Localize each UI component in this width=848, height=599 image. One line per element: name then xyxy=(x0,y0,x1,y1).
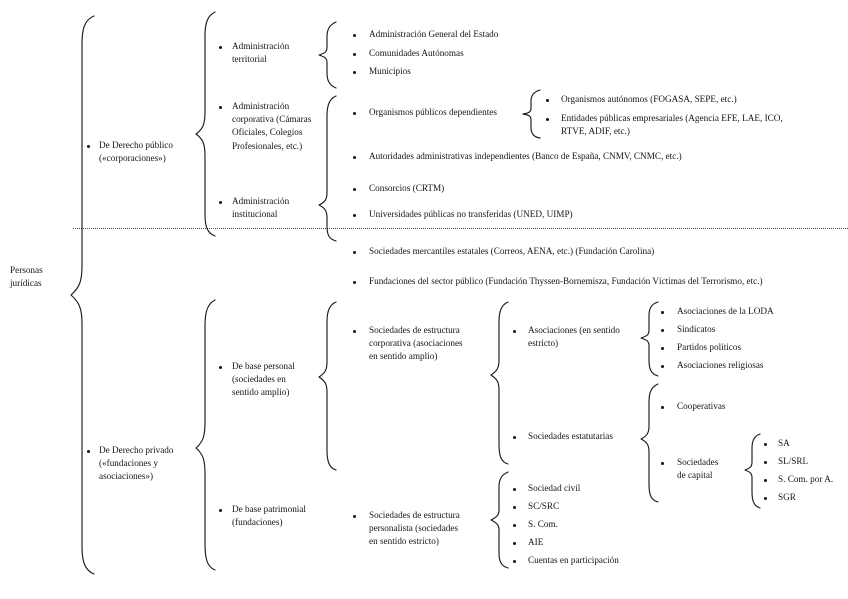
dotted-divider xyxy=(73,228,848,229)
bullet-l3-municipios xyxy=(353,71,356,74)
bullet-partidos-politicos xyxy=(661,347,664,350)
bullet-sociedades-estatutarias xyxy=(513,436,516,439)
node-admin-territorial: Administración territorial xyxy=(232,41,290,65)
node-l4-entidades-empresariales: Entidades públicas empresariales (Agenci… xyxy=(561,113,783,137)
bullet-admin-territorial xyxy=(219,46,222,49)
node-sindicatos: Sindicatos xyxy=(677,324,716,334)
bullet-l3-ccaa xyxy=(353,53,356,56)
node-base-patrimonial: De base patrimonial (fundaciones) xyxy=(232,504,306,528)
bullet-derecho-publico xyxy=(87,145,90,148)
node-sociedades-estatutarias: Sociedades estatutarias xyxy=(528,431,613,441)
bullet-sl-srl xyxy=(764,461,767,464)
node-cooperativas: Cooperativas xyxy=(677,401,726,411)
node-partidos-politicos: Partidos políticos xyxy=(677,342,742,352)
node-estructura-personalista: Sociedades de estructura personalista (s… xyxy=(369,510,460,547)
bullet-admin-corporativa xyxy=(219,106,222,109)
node-asociaciones-loda: Asociaciones de la LODA xyxy=(677,306,774,316)
bullet-cooperativas xyxy=(661,406,664,409)
node-sc-src: SC/SRC xyxy=(528,501,560,511)
node-asociaciones: Asociaciones (en sentido estricto) xyxy=(528,325,620,349)
bullet-l3-organismos-publicos xyxy=(353,112,356,115)
bullet-admin-institucional xyxy=(219,201,222,204)
node-s-com: S. Com. xyxy=(528,519,558,529)
node-base-personal: De base personal (sociedades en sentido … xyxy=(232,361,295,398)
bullet-l3-fundaciones-sector-publico xyxy=(353,281,356,284)
bullet-sa xyxy=(764,443,767,446)
node-aie: AIE xyxy=(528,537,544,547)
node-l4-organismos-autonomos: Organismos autónomos (FOGASA, SEPE, etc.… xyxy=(561,94,737,104)
bullet-base-patrimonial xyxy=(219,509,222,512)
node-estructura-corporativa: Sociedades de estructura corporativa (as… xyxy=(369,325,463,362)
node-l3-autoridades: Autoridades administrativas independient… xyxy=(369,151,682,161)
bullet-sc-src xyxy=(513,506,516,509)
bullet-sociedad-civil xyxy=(513,488,516,491)
bullet-sgr xyxy=(764,497,767,500)
node-sociedades-capital: Sociedades de capital xyxy=(677,457,719,481)
node-l3-age: Administración General del Estado xyxy=(369,29,499,39)
bullet-l4-organismos-autonomos xyxy=(546,99,549,102)
node-l3-organismos-publicos: Organismos públicos dependientes xyxy=(369,107,497,117)
node-sl-srl: SL/SRL xyxy=(778,456,809,466)
node-l3-universidades: Universidades públicas no transferidas (… xyxy=(369,209,573,219)
bullet-derecho-privado xyxy=(87,450,90,453)
bullet-base-personal xyxy=(219,366,222,369)
brace-derecho-privado xyxy=(195,298,217,572)
bullet-l4-entidades-empresariales xyxy=(546,118,549,121)
node-cuentas-participacion: Cuentas en participación xyxy=(528,555,619,565)
node-l3-sociedades-mercantiles: Sociedades mercantiles estatales (Correo… xyxy=(369,246,655,256)
bullet-estructura-personalista xyxy=(353,515,356,518)
bullet-l3-universidades xyxy=(353,214,356,217)
root-label: Personas jurídicas xyxy=(10,265,43,289)
node-sgr: SGR xyxy=(778,492,796,502)
bullet-estructura-corporativa xyxy=(353,330,356,333)
brace-root xyxy=(70,14,96,576)
node-admin-corporativa: Administración corporativa (Cámaras Ofic… xyxy=(232,101,312,151)
bullet-l3-consorcios xyxy=(353,188,356,191)
bullet-l3-autoridades xyxy=(353,156,356,159)
bullet-asociaciones xyxy=(513,330,516,333)
bullet-asociaciones-religiosas xyxy=(661,365,664,368)
node-derecho-publico: De Derecho público («corporaciones») xyxy=(99,140,173,164)
node-admin-institucional: Administración institucional xyxy=(232,196,290,220)
node-l3-municipios: Municipios xyxy=(369,66,411,76)
brace-derecho-publico xyxy=(195,10,217,238)
node-sociedad-civil: Sociedad civil xyxy=(528,483,581,493)
node-derecho-privado: De Derecho privado («fundaciones y asoci… xyxy=(99,445,174,482)
bullet-sindicatos xyxy=(661,329,664,332)
bullet-s-com-por-a xyxy=(764,479,767,482)
bullet-l3-sociedades-mercantiles xyxy=(353,251,356,254)
bullet-cuentas-participacion xyxy=(513,560,516,563)
bullet-aie xyxy=(513,542,516,545)
node-asociaciones-religiosas: Asociaciones religiosas xyxy=(677,360,764,370)
node-l3-ccaa: Comunidades Autónomas xyxy=(369,48,464,58)
node-s-com-por-a: S. Com. por A. xyxy=(778,474,834,484)
bullet-s-com xyxy=(513,524,516,527)
bullet-asociaciones-loda xyxy=(661,311,664,314)
bullet-l3-age xyxy=(353,34,356,37)
node-l3-consorcios: Consorcios (CRTM) xyxy=(369,183,445,193)
node-sa: SA xyxy=(778,438,790,448)
bullet-sociedades-capital xyxy=(661,462,664,465)
node-l3-fundaciones-sector-publico: Fundaciones del sector público (Fundació… xyxy=(369,276,763,286)
